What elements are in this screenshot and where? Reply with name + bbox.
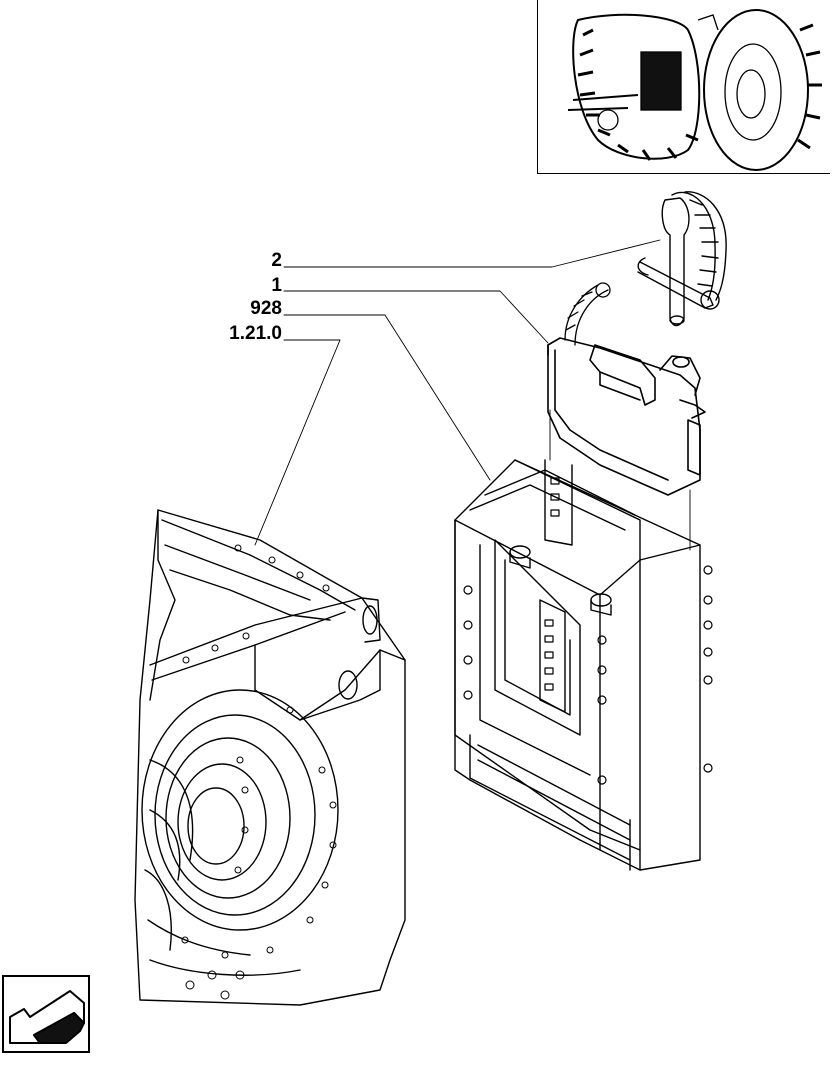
- previous-page-arrow-icon: [9, 990, 85, 1044]
- leader-lines: [254, 239, 661, 546]
- leader-928: [283, 314, 491, 481]
- callout-928[interactable]: 928: [250, 298, 282, 319]
- leader-1: [283, 290, 549, 344]
- previous-page-button[interactable]: [2, 975, 90, 1053]
- leader-1-21-0: [254, 339, 341, 546]
- leader-2: [283, 239, 661, 268]
- transmission-housing: [134, 509, 406, 1006]
- tractor-rear-wheel-locator-icon: [537, 0, 830, 174]
- clevis-drawbar: [547, 337, 706, 496]
- callout-1[interactable]: 1: [271, 275, 282, 296]
- callout-2[interactable]: 2: [271, 250, 282, 271]
- hitch-bracket-frame: [454, 409, 713, 871]
- callout-1-21-0[interactable]: 1.21.0: [229, 323, 282, 344]
- hitch-pin: [637, 191, 727, 327]
- safety-chain-short: [564, 282, 611, 346]
